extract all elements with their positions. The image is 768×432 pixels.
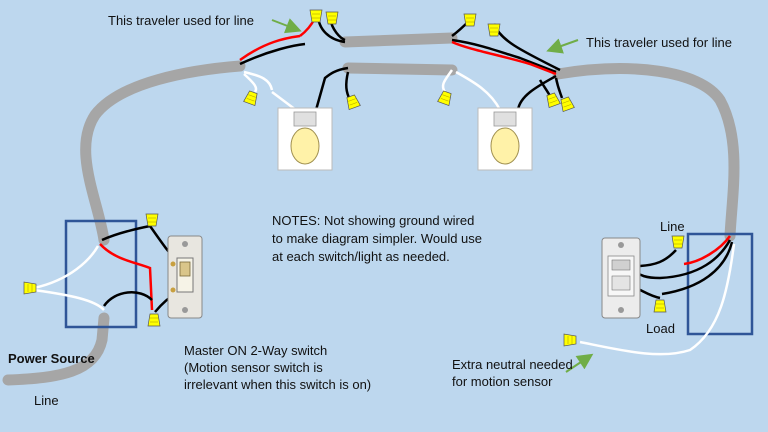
extra-neutral-line-1: Extra neutral needed [452,357,573,372]
arrow-traveler-right [546,38,579,54]
master-2way-switch [167,235,203,319]
wire-nut-top-left-2 [325,11,339,25]
master-switch-line-1: Master ON 2-Way switch [184,343,328,358]
right-light-fixture [477,107,533,171]
wire-nut-top-right-1 [463,13,477,27]
cable-top-upper [339,32,458,48]
wire-nut-top-left-3 [243,89,260,106]
label-line-right: Line [660,219,685,234]
label-traveler-right: This traveler used for line [586,35,732,50]
notes-line-2: to make diagram simpler. Would use [272,231,483,246]
extra-neutral-caption: Extra neutral needed for motion sensor [452,356,573,390]
wire-nut-traveler-left [309,9,323,23]
label-power-source: Power Source [8,351,95,366]
label-traveler-left: This traveler used for line [108,13,254,28]
wire-nut-top-right-5 [558,95,575,112]
wire-nut-left-bottom [147,313,161,327]
wire-nut-left-neutral [23,281,37,295]
cable-power-source [2,312,110,386]
wire-nut-right-line [671,235,685,249]
left-box-wires [33,224,181,313]
wire-nut-top-right-2 [487,23,501,37]
arrow-traveler-left [271,18,302,34]
wire-nut-right-neutral [563,333,577,347]
notes-line-1: NOTES: Not showing ground wired [272,213,475,228]
right-junction-box [686,232,754,336]
cable-top-lower [342,62,458,76]
label-line-bottom: Line [34,393,59,408]
wire-nut-left-top [145,213,159,227]
extra-neutral-line-2: for motion sensor [452,374,553,389]
arrow-extra-neutral [565,353,594,373]
wire-nut-right-load [653,299,667,313]
label-load: Load [646,321,675,336]
cable-right [552,63,740,242]
master-switch-caption: Master ON 2-Way switch (Motion sensor sw… [184,342,371,393]
master-switch-line-2: (Motion sensor switch is [184,360,323,375]
motion-sensor-switch [601,237,641,319]
wire-nut-top-right-3 [437,89,454,106]
left-light-fixture [277,107,333,171]
top-right-wires [441,19,564,111]
notes-block: NOTES: Not showing ground wired to make … [272,212,482,266]
cable-left-up [80,60,246,246]
master-switch-line-3: irrelevant when this switch is on) [184,377,372,392]
wire-nut-top-right-4 [544,91,561,108]
notes-line-3: at each switch/light as needed. [272,249,450,264]
left-junction-box [64,219,138,329]
